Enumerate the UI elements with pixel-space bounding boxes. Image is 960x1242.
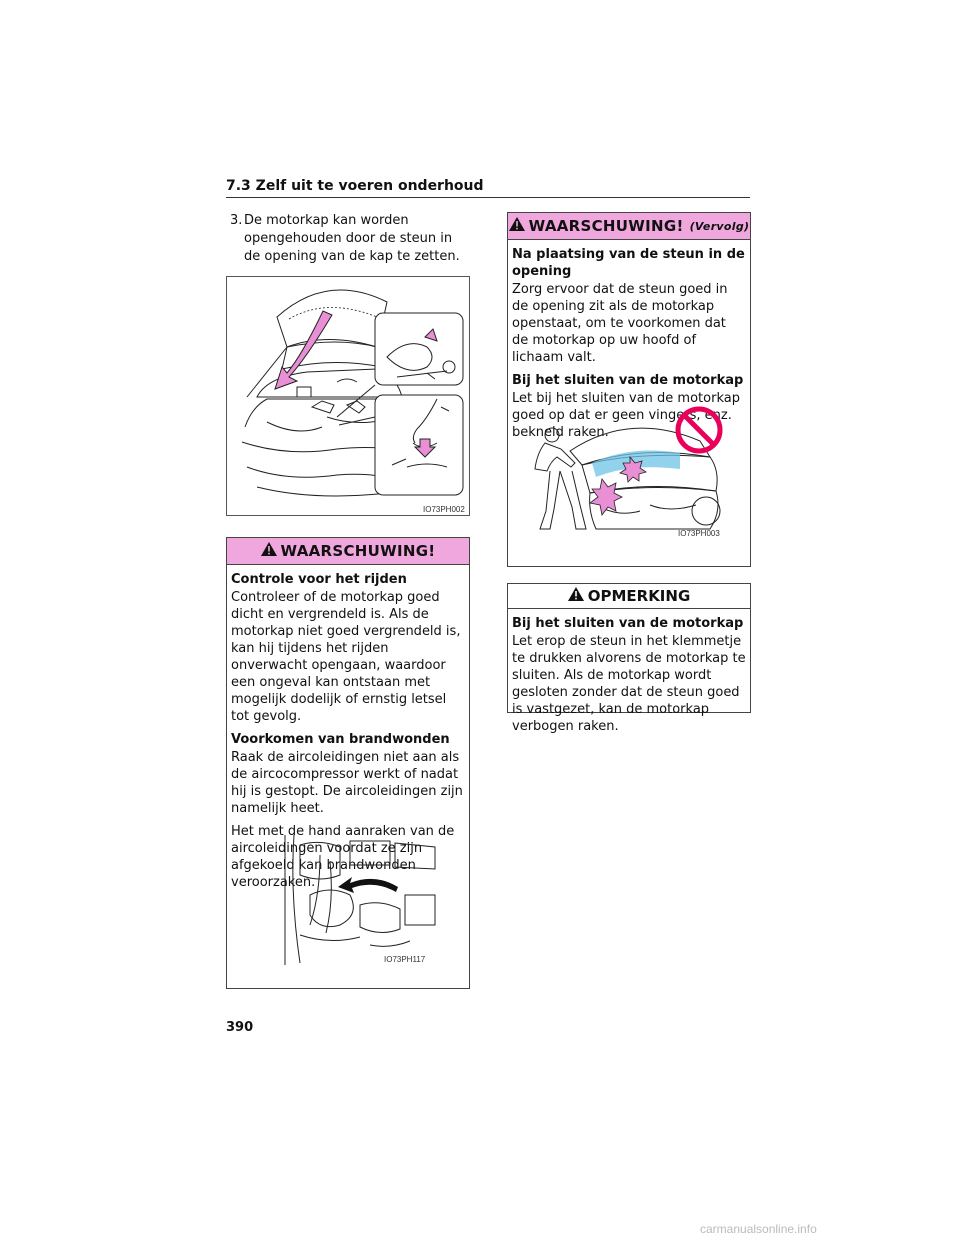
warning-heading: Controle voor het rijden (231, 572, 407, 587)
warning-heading: Voorkomen van brandwonden (231, 732, 450, 747)
step-text: De motorkap kan worden opengehouden door… (244, 213, 460, 264)
ac-lines-illustration (284, 834, 436, 965)
warning-continued-label: (Vervolg) (689, 219, 750, 233)
step-number: 3. (230, 213, 243, 228)
note-box: OPMERKING Bij het sluiten van de motorka… (507, 583, 751, 734)
step-3: 3. De motorkap kan worden opengehouden d… (230, 212, 470, 266)
warning-triangle-icon (508, 217, 525, 235)
warning-paragraph: Raak de aircoleidingen niet aan als de a… (231, 750, 463, 816)
warning-box-pre-drive: WAARSCHUWING! Controle voor het rijden C… (226, 537, 470, 989)
prohibition-icon (675, 406, 723, 454)
figure-code: IO73PH117 (384, 955, 426, 964)
closing-hood-illustration (534, 427, 721, 530)
figure-code: IO73PH003 (678, 529, 720, 538)
hood-support-illustration (241, 289, 464, 497)
warning-paragraph: Zorg ervoor dat de steun goed in de open… (512, 282, 728, 365)
warning-paragraph: Het met de hand aanraken van de aircolei… (231, 824, 455, 890)
warning-title: WAARSCHUWING! (528, 217, 684, 235)
figure-hood-support: IO73PH002 (226, 276, 470, 516)
warning-title: WAARSCHUWING! (280, 542, 436, 560)
warning-heading: Na plaatsing van de steun in de opening (512, 247, 745, 279)
figure-closing-hood: IO73PH003 (530, 406, 730, 541)
black-curved-arrow (338, 877, 398, 893)
warning-header: WAARSCHUWING! (Vervolg) (508, 213, 750, 240)
note-title: OPMERKING (587, 587, 691, 605)
section-header: 7.3 Zelf uit te voeren onderhoud (226, 178, 750, 198)
info-triangle-icon (567, 587, 584, 605)
figure-code: IO73PH002 (423, 505, 465, 514)
warning-paragraph: Controleer of de motorkap goed dicht en … (231, 590, 461, 724)
warning-paragraph: Let bij het sluiten van de motorkap goed… (512, 391, 740, 440)
pink-arrow (274, 310, 333, 390)
page-number: 390 (226, 1020, 254, 1035)
warning-box-continued: WAARSCHUWING! (Vervolg) Na plaatsing van… (507, 212, 751, 567)
note-paragraph: Let erop de steun in het klemmetje te dr… (512, 634, 746, 734)
warning-header: WAARSCHUWING! (227, 538, 469, 565)
footer-watermark: carmanualsonline.info (700, 1222, 817, 1236)
warning-triangle-icon (260, 542, 277, 560)
figure-ac-lines: IO73PH117 (280, 834, 440, 965)
note-header: OPMERKING (508, 584, 750, 609)
note-heading: Bij het sluiten van de motorkap (512, 616, 744, 631)
warning-heading: Bij het sluiten van de motorkap (512, 373, 744, 388)
